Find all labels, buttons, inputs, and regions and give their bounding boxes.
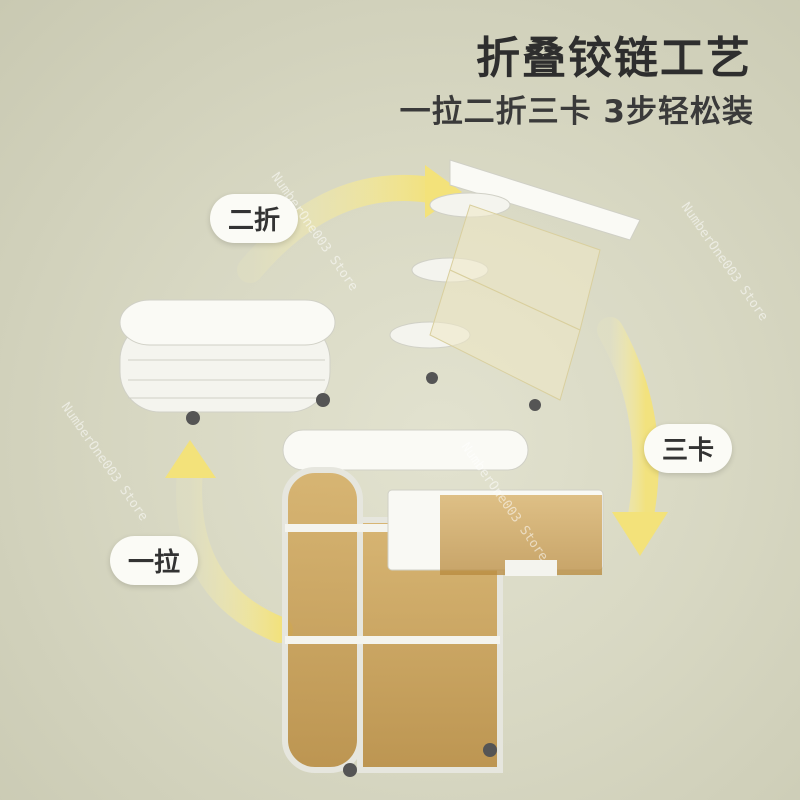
arrow-arc-top xyxy=(237,174,443,283)
step-label-lock: 三卡 xyxy=(644,424,733,473)
step-label-pull: 一拉 xyxy=(110,536,199,585)
unfolding-cart xyxy=(389,159,641,411)
arrow-arc-left xyxy=(176,457,293,643)
page-title: 折叠铰链工艺 xyxy=(476,33,752,84)
folded-cart xyxy=(119,299,336,425)
arrow-arc-right xyxy=(597,317,659,533)
step-label-fold: 二折 xyxy=(210,194,299,243)
page-subtitle: 一拉二折三卡 3步轻松装 xyxy=(399,94,754,130)
arrow-head-left xyxy=(165,440,216,478)
assembled-cart xyxy=(282,429,604,777)
arrow-head-right xyxy=(612,512,668,556)
